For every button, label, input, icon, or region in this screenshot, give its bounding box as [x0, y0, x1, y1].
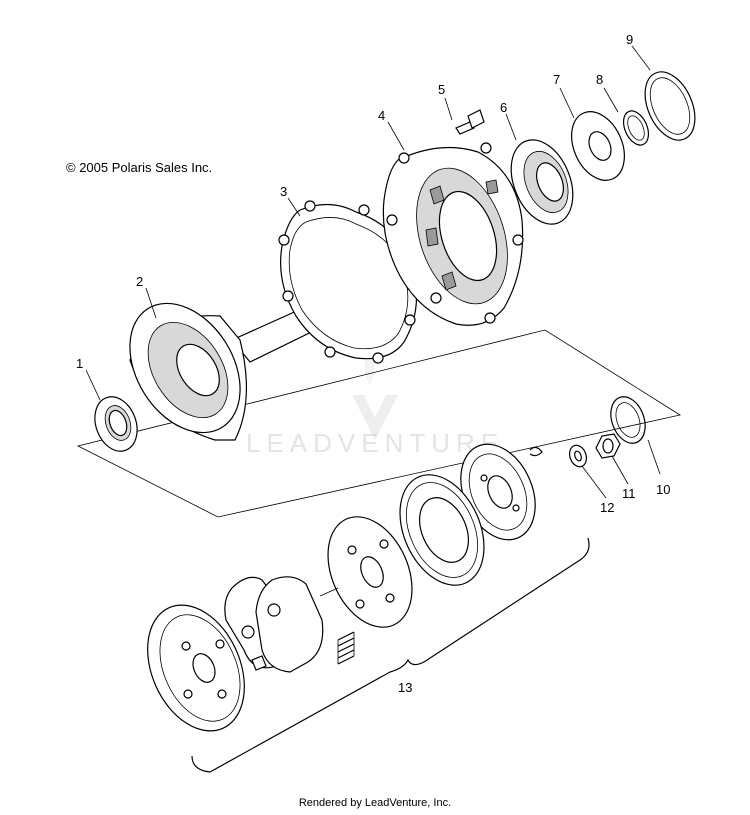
leader-lines — [85, 45, 661, 499]
spring — [337, 631, 355, 665]
callout-4: 4 — [378, 108, 385, 123]
callout-13: 13 — [398, 680, 412, 695]
upper-frame — [76, 329, 682, 518]
callout-9: 9 — [626, 32, 633, 47]
part-6-bearing — [510, 139, 574, 225]
watermark: LEADVENTURE — [246, 428, 505, 458]
callout-5: 5 — [438, 82, 445, 97]
part-2-drum-shaft — [129, 289, 342, 441]
part-1-seal — [94, 396, 138, 452]
footer-credit: Rendered by LeadVenture, Inc. — [298, 797, 452, 809]
part-9-retaining-ring — [644, 71, 696, 141]
callout-12: 12 — [600, 500, 614, 515]
callout-6: 6 — [500, 100, 507, 115]
callout-11: 11 — [622, 486, 636, 501]
callout-7: 7 — [553, 72, 560, 87]
callout-1: 1 — [76, 356, 83, 371]
part-13-clutch-assembly — [147, 443, 536, 732]
lower-bracket — [191, 537, 590, 773]
callout-10: 10 — [656, 482, 670, 497]
part-10-washer — [610, 396, 646, 444]
part-4-housing — [382, 142, 524, 326]
part-8-snap-ring — [622, 110, 650, 146]
watermark-logo — [352, 350, 398, 440]
callout-8: 8 — [596, 72, 603, 87]
part-7-washer — [571, 111, 625, 181]
callout-3: 3 — [280, 184, 287, 199]
clip — [529, 446, 543, 457]
callout-labels: 1 2 3 4 5 6 7 8 9 10 11 12 13 — [76, 32, 670, 695]
part-12-lock-washer — [568, 444, 588, 468]
copyright-notice: © 2005 Polaris Sales Inc. — [66, 160, 213, 175]
callout-2: 2 — [136, 274, 143, 289]
part-5-bolt — [455, 109, 485, 135]
part-11-nut — [595, 433, 621, 459]
